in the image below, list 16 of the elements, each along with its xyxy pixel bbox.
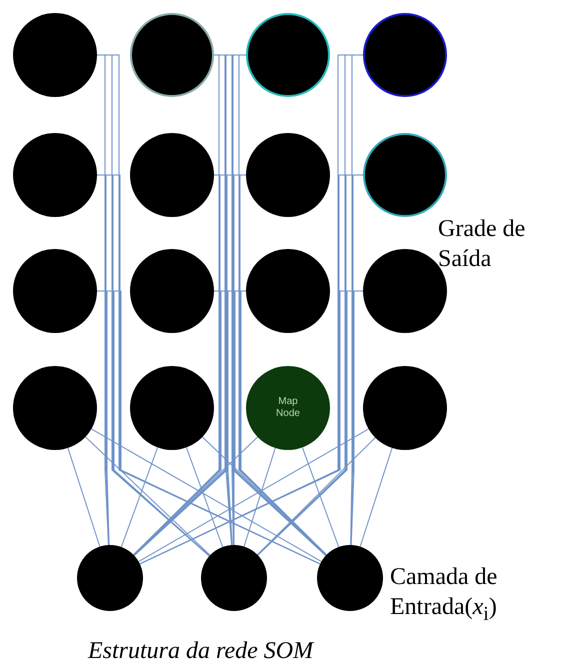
connection-line: [90, 428, 322, 562]
connection-line: [138, 428, 370, 562]
figure-caption: Estrutura da rede SOM: [88, 637, 314, 666]
connection-line: [360, 447, 393, 548]
layer-label: Camada de Entrada(x$_{i}$): [390, 563, 498, 627]
connection-line: [120, 446, 158, 548]
connection-line: [84, 436, 211, 556]
neuron-circle: [201, 545, 267, 611]
connection-line: [186, 446, 224, 548]
connection-line: [302, 446, 340, 548]
node-label: Map Node: [275, 396, 301, 420]
connection-line: [244, 448, 276, 548]
connection-line: [67, 447, 100, 548]
connection-line: [256, 437, 376, 556]
connection-line: [240, 290, 328, 556]
layer-label: Grade de Saída: [438, 215, 526, 274]
